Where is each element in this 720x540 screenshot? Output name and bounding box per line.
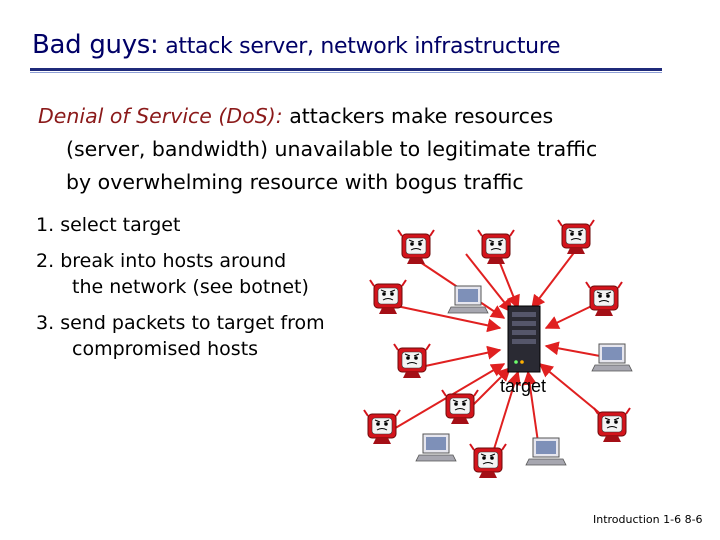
title-rule-shadow	[30, 72, 662, 73]
step-number: 1.	[36, 214, 55, 236]
laptop-icon	[415, 433, 457, 462]
attack-steps: 1. select target 2. break into hosts aro…	[36, 212, 366, 372]
compromised-host-icon	[397, 229, 435, 265]
step-number: 3.	[36, 312, 55, 334]
target-label: target	[500, 376, 547, 396]
dos-line3: by overwhelming resource with bogus traf…	[66, 170, 524, 194]
compromised-host-icon	[557, 219, 595, 255]
step-text: break into hosts around	[60, 250, 287, 272]
compromised-host-icon	[469, 443, 507, 479]
step-text: select target	[60, 214, 181, 236]
compromised-host-icon	[363, 409, 401, 445]
compromised-host-icon	[585, 281, 623, 317]
step-1: 1. select target	[36, 212, 366, 238]
title-rule	[30, 68, 662, 71]
slide-title: Bad guys: attack server, network infrast…	[32, 30, 561, 60]
dos-definition: Denial of Service (DoS): attackers make …	[38, 100, 678, 199]
slide-footer: Introduction 1-6 8-6	[593, 513, 703, 526]
server-tower-icon	[507, 305, 541, 373]
step-number: 2.	[36, 250, 55, 272]
step-continuation: the network (see botnet)	[72, 276, 309, 298]
laptop-icon	[525, 437, 567, 466]
laptop-icon	[591, 343, 633, 372]
compromised-host-icon	[369, 279, 407, 315]
dos-line1: attackers make resources	[282, 104, 554, 128]
compromised-host-icon	[477, 229, 515, 265]
step-3: 3. send packets to target from compromis…	[36, 310, 366, 362]
title-rest: attack server, network infrastructure	[158, 34, 561, 59]
compromised-host-icon	[441, 389, 479, 425]
title-lead: Bad guys:	[32, 30, 159, 60]
step-2: 2. break into hosts around the network (…	[36, 248, 366, 300]
step-text: send packets to target from	[60, 312, 325, 334]
laptop-icon	[447, 285, 489, 314]
compromised-host-icon	[393, 343, 431, 379]
dos-highlight: Denial of Service (DoS):	[38, 104, 283, 128]
compromised-host-icon	[593, 407, 631, 443]
dos-line2: (server, bandwidth) unavailable to legit…	[66, 137, 598, 161]
step-continuation: compromised hosts	[72, 338, 259, 360]
